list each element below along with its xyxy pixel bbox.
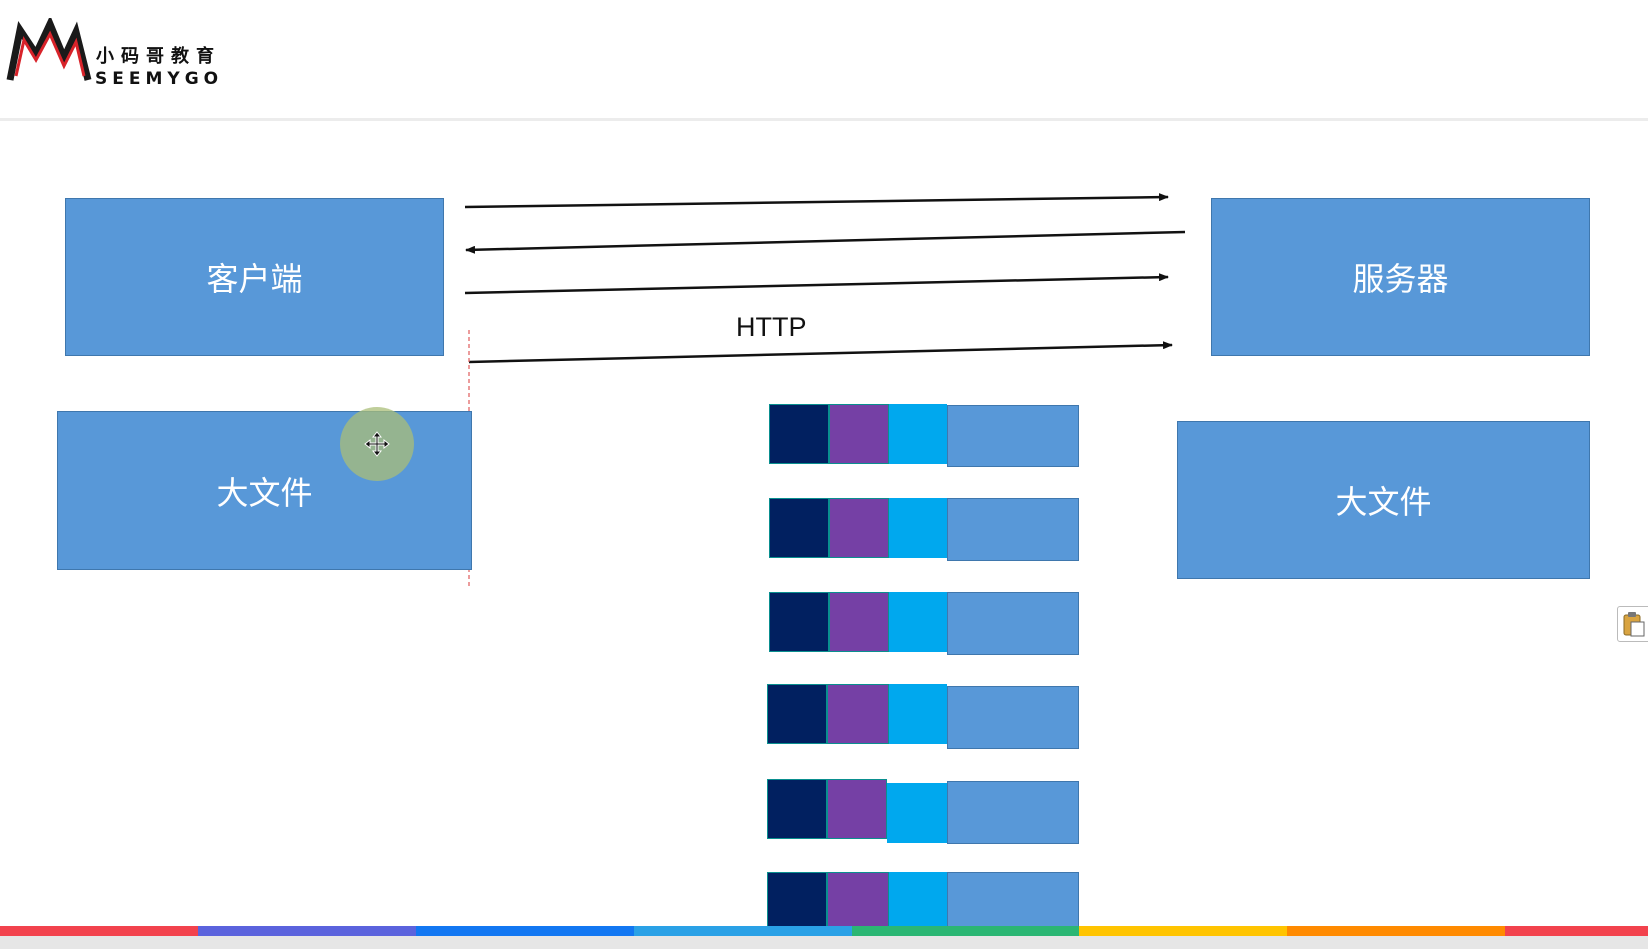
logo-english-text: SEEMYGO — [95, 69, 224, 89]
packet-segment-body — [947, 498, 1079, 561]
progress-bar-segment — [634, 926, 852, 936]
packet-segment-body — [947, 686, 1079, 749]
packet-segment-range — [827, 684, 889, 744]
packet-segment-meta — [887, 783, 947, 843]
packet-segment-range — [829, 592, 889, 652]
server-box: 服务器 — [1211, 198, 1590, 356]
packet-segment-header — [769, 404, 829, 464]
paste-options-button[interactable] — [1617, 606, 1648, 642]
clipboard-icon — [1623, 612, 1645, 637]
progress-bar-segment — [852, 926, 1079, 936]
packet-segment-meta — [889, 498, 947, 558]
progress-bar-segment — [198, 926, 416, 936]
packet-segment-meta — [889, 872, 947, 932]
server-large-file-box: 大文件 — [1177, 421, 1590, 579]
http-label: HTTP — [736, 312, 807, 342]
packet-segment-header — [769, 592, 829, 652]
packet-segment-header — [767, 779, 827, 839]
response-arrow — [465, 230, 1186, 254]
packet-segment-range — [827, 779, 887, 839]
file-chunk-packet-2 — [769, 498, 1079, 561]
file-chunk-packet-3 — [769, 592, 1079, 655]
packet-segment-header — [767, 684, 827, 744]
packet-segment-range — [829, 498, 889, 558]
packet-segment-meta — [889, 592, 947, 652]
packet-segment-body — [947, 781, 1079, 844]
seemygo-logo-icon — [6, 18, 92, 81]
file-chunk-packet-5 — [767, 779, 1079, 844]
move-cursor-icon — [364, 431, 390, 457]
file-chunk-packet-6 — [767, 872, 1079, 935]
server-large-file-label: 大文件 — [1335, 483, 1432, 521]
packet-segment-range — [829, 404, 889, 464]
client-large-file-label: 大文件 — [216, 473, 313, 512]
request-arrow-3 — [468, 341, 1173, 364]
file-chunk-packet-1 — [769, 404, 1079, 467]
packet-segment-body — [947, 592, 1079, 655]
logo-chinese-text: 小码哥教育 — [96, 46, 221, 67]
packet-segment-meta — [889, 404, 947, 464]
packet-segment-range — [827, 872, 889, 932]
packet-segment-meta — [889, 684, 947, 744]
bottom-strip — [0, 936, 1648, 949]
server-label: 服务器 — [1352, 260, 1449, 298]
progress-bar-segment — [1287, 926, 1505, 936]
request-arrow-2 — [464, 273, 1169, 295]
packet-segment-body — [947, 405, 1079, 467]
progress-bar-segment — [416, 926, 634, 936]
progress-bar-segment — [0, 926, 198, 936]
header: 小码哥教育 SEEMYGO — [0, 0, 1648, 121]
request-arrow-1 — [464, 193, 1169, 209]
packet-segment-header — [767, 872, 827, 932]
file-chunk-packet-4 — [767, 684, 1079, 749]
progress-bar-segment — [1079, 926, 1287, 936]
progress-bar-segment — [1505, 926, 1648, 936]
client-label: 客户端 — [206, 260, 303, 298]
client-box: 客户端 — [65, 198, 444, 356]
packet-segment-header — [769, 498, 829, 558]
